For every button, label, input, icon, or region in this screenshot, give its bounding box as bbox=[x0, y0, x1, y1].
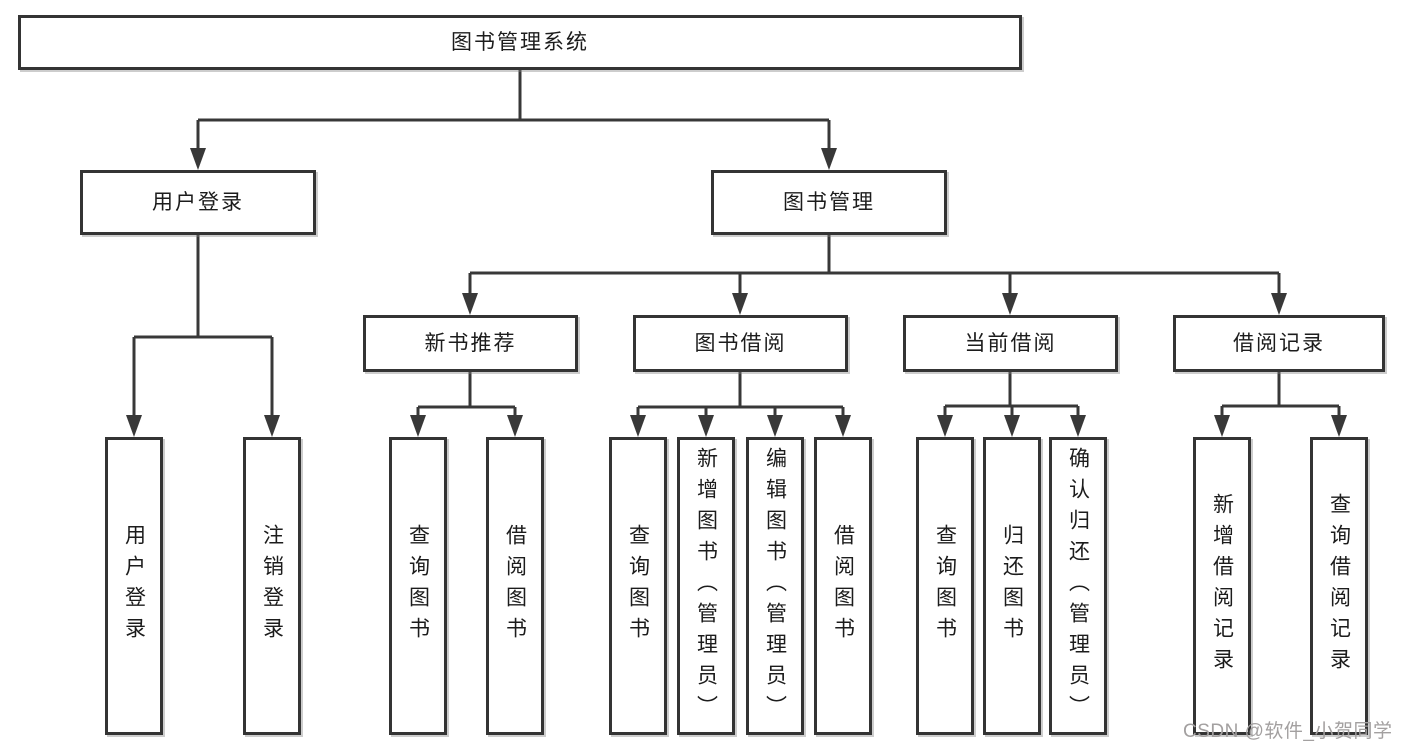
node-book-management-label: 图书管理 bbox=[783, 191, 875, 214]
arrow-down-icon bbox=[462, 293, 478, 315]
arrow-down-icon bbox=[1214, 415, 1230, 437]
node-user-login-label: 用户登录 bbox=[152, 191, 244, 214]
node-user-login: 用户登录 bbox=[80, 170, 316, 235]
leaf-logout: 注销登录 bbox=[243, 437, 301, 735]
leaf-current-query-book-label: 查询图书 bbox=[933, 524, 957, 648]
leaf-user-login-label: 用户登录 bbox=[122, 524, 146, 648]
csdn-watermark: CSDN @软件_小贺同学 bbox=[1183, 721, 1393, 742]
arrow-down-icon bbox=[630, 415, 646, 437]
node-book-borrow-label: 图书借阅 bbox=[694, 332, 787, 355]
arrow-down-icon bbox=[1331, 415, 1347, 437]
node-new-book-recommend-label: 新书推荐 bbox=[424, 332, 517, 355]
node-borrow-record: 借阅记录 bbox=[1173, 315, 1385, 372]
arrow-down-icon bbox=[1004, 415, 1020, 437]
connector-userlogin-to-leaves bbox=[132, 235, 274, 418]
arrow-down-icon bbox=[835, 415, 851, 437]
arrow-down-icon bbox=[732, 293, 748, 315]
leaf-add-borrow-record: 新增借阅记录 bbox=[1193, 437, 1251, 735]
leaf-query-borrow-record: 查询借阅记录 bbox=[1310, 437, 1368, 735]
leaf-logout-label: 注销登录 bbox=[260, 524, 284, 648]
node-new-book-recommend: 新书推荐 bbox=[363, 315, 578, 372]
leaf-newbook-borrow: 借阅图书 bbox=[486, 437, 544, 735]
arrow-down-icon bbox=[507, 415, 523, 437]
leaf-borrow-query-book: 查询图书 bbox=[609, 437, 667, 735]
leaf-borrow-book-label: 借阅图书 bbox=[831, 524, 855, 648]
leaf-query-borrow-record-label: 查询借阅记录 bbox=[1327, 493, 1351, 679]
node-book-management: 图书管理 bbox=[711, 170, 947, 235]
arrow-down-icon bbox=[937, 415, 953, 437]
leaf-borrow-query-book-label: 查询图书 bbox=[626, 524, 650, 648]
leaf-confirm-return-admin-label: 确认归还（管理员） bbox=[1066, 446, 1090, 726]
arrow-down-icon bbox=[1002, 293, 1018, 315]
node-current-borrow-label: 当前借阅 bbox=[964, 332, 1057, 355]
arrow-down-icon bbox=[767, 415, 783, 437]
connector-root-to-level2 bbox=[196, 70, 831, 150]
leaf-edit-book-admin: 编辑图书（管理员） bbox=[746, 437, 804, 735]
arrow-down-icon bbox=[698, 415, 714, 437]
leaf-confirm-return-admin: 确认归还（管理员） bbox=[1049, 437, 1107, 735]
leaf-user-login: 用户登录 bbox=[105, 437, 163, 735]
connector-currentborrow-to-leaves bbox=[943, 372, 1080, 420]
leaf-return-book: 归还图书 bbox=[983, 437, 1041, 735]
leaf-newbook-borrow-label: 借阅图书 bbox=[503, 524, 527, 648]
leaf-add-borrow-record-label: 新增借阅记录 bbox=[1210, 493, 1234, 679]
connector-bookmgmt-to-level3 bbox=[468, 235, 1281, 296]
leaf-newbook-query: 查询图书 bbox=[389, 437, 447, 735]
connector-newbook-to-leaves bbox=[416, 372, 517, 420]
leaf-edit-book-admin-label: 编辑图书（管理员） bbox=[763, 446, 787, 726]
node-root: 图书管理系统 bbox=[18, 15, 1022, 70]
node-borrow-record-label: 借阅记录 bbox=[1233, 332, 1325, 355]
arrow-down-icon bbox=[126, 415, 142, 437]
node-book-borrow: 图书借阅 bbox=[633, 315, 848, 372]
arrow-down-icon bbox=[1070, 415, 1086, 437]
leaf-current-query-book: 查询图书 bbox=[916, 437, 974, 735]
arrow-down-icon bbox=[821, 148, 837, 170]
connector-bookborrow-to-leaves bbox=[636, 372, 845, 420]
leaf-newbook-query-label: 查询图书 bbox=[406, 524, 430, 648]
arrow-down-icon bbox=[190, 148, 206, 170]
leaf-add-book-admin: 新增图书（管理员） bbox=[677, 437, 735, 735]
arrow-down-icon bbox=[410, 415, 426, 437]
node-root-label: 图书管理系统 bbox=[451, 31, 589, 54]
node-current-borrow: 当前借阅 bbox=[903, 315, 1118, 372]
leaf-borrow-book: 借阅图书 bbox=[814, 437, 872, 735]
arrow-down-icon bbox=[1271, 293, 1287, 315]
connector-borrowrecord-to-leaves bbox=[1220, 372, 1341, 420]
leaf-add-book-admin-label: 新增图书（管理员） bbox=[694, 446, 718, 726]
leaf-return-book-label: 归还图书 bbox=[1000, 524, 1024, 648]
arrow-down-icon bbox=[264, 415, 280, 437]
